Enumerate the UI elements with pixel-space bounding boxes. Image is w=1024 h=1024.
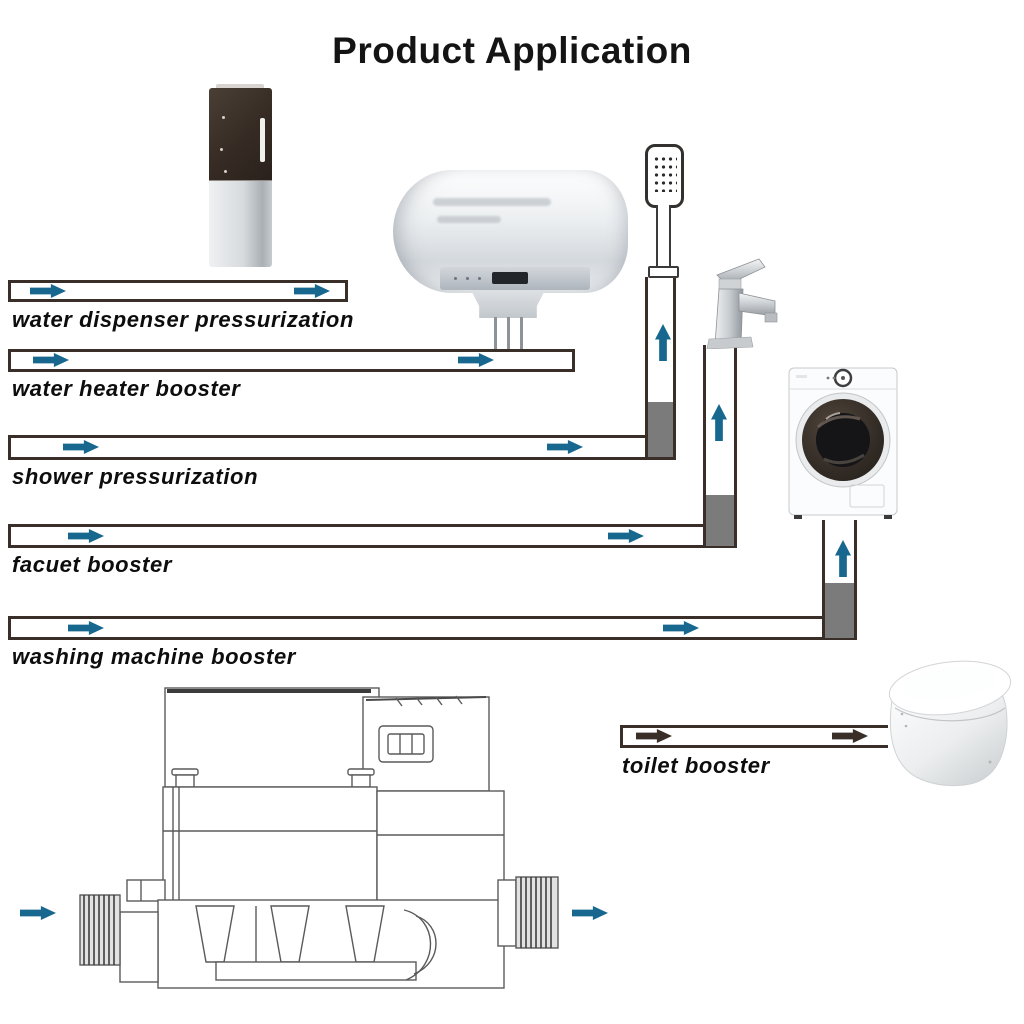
faucet-illustration — [706, 258, 778, 349]
water-dispenser-illustration — [209, 84, 272, 267]
dispenser-water-level-window — [260, 118, 265, 162]
label-water-dispenser: water dispenser pressurization — [12, 307, 354, 332]
heater-inlet-pipe — [520, 317, 523, 349]
water-fill — [825, 583, 854, 638]
pipe-water-dispenser — [8, 280, 348, 302]
pipe-water-heater — [8, 349, 575, 372]
shower-neck — [656, 205, 671, 268]
label-toilet: toilet booster — [622, 753, 770, 778]
pipe-toilet — [620, 725, 888, 748]
shower-head-illustration — [645, 144, 684, 208]
riser-pipe-washing-machine — [822, 520, 857, 638]
label-shower: shower pressurization — [12, 464, 259, 489]
water-fill — [648, 402, 673, 457]
washing-machine-illustration — [788, 367, 898, 519]
label-faucet: facuet booster — [12, 552, 172, 577]
heater-inlet-pipe — [494, 317, 497, 349]
label-water-heater: water heater booster — [12, 376, 241, 401]
page-title: Product Application — [332, 30, 692, 71]
heater-inlet-pipe — [507, 317, 510, 349]
water-heater-illustration — [393, 170, 628, 293]
shower-holes — [652, 154, 677, 192]
dispenser-lower-body — [209, 180, 272, 267]
riser-pipe-shower — [645, 277, 676, 457]
label-washing-machine: washing machine booster — [12, 644, 296, 669]
heater-control-panel — [440, 267, 590, 290]
heater-display — [492, 272, 528, 284]
water-fill — [706, 495, 734, 546]
shower-collar — [648, 266, 679, 278]
pipe-washing-machine — [8, 616, 857, 640]
toilet-illustration — [888, 660, 1012, 787]
booster-pump-technical-drawing — [79, 687, 559, 989]
dispenser-upper-body — [209, 88, 272, 180]
dispenser-top-cap — [216, 84, 264, 90]
riser-pipe-faucet — [703, 345, 737, 546]
pump-inlet-arrow-icon — [20, 906, 56, 920]
heater-bracket — [472, 292, 544, 318]
